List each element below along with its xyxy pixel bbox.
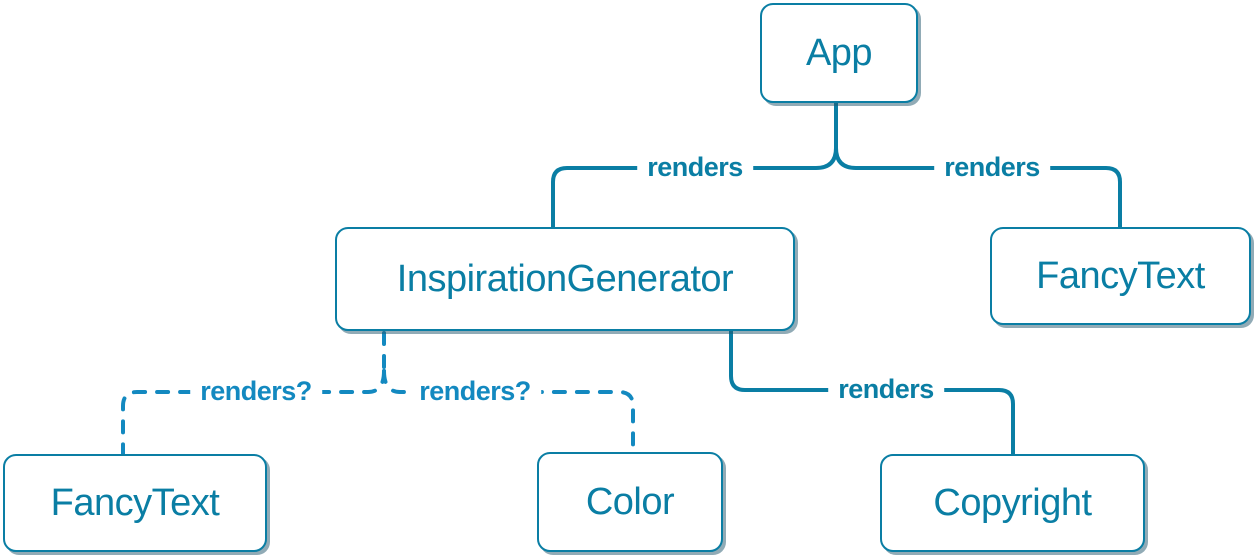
edge-label-renders-conditional-right: renders? <box>409 376 541 407</box>
edge-label-renders-bottom: renders <box>828 374 944 405</box>
node-fancy-text-top-label: FancyText <box>1036 255 1205 297</box>
edge-inspirationgenerator-to-color-conditional <box>382 369 635 454</box>
node-inspiration-generator: InspirationGenerator <box>335 227 795 331</box>
node-fancy-text-bottom-label: FancyText <box>50 482 220 524</box>
node-inspiration-generator-label: InspirationGenerator <box>396 258 734 300</box>
node-fancy-text-top: FancyText <box>990 227 1251 325</box>
edge-app-to-inspirationgenerator <box>551 146 838 229</box>
node-copyright-label: Copyright <box>933 482 1092 524</box>
node-copyright: Copyright <box>880 454 1145 552</box>
edge-app-to-fancytext <box>834 146 1122 229</box>
edge-inspirationgenerator-to-fancytext-conditional <box>121 369 386 456</box>
node-app-label: App <box>805 32 873 74</box>
edge-label-renders-conditional-left: renders? <box>190 376 322 407</box>
node-fancy-text-bottom: FancyText <box>3 454 267 552</box>
node-color: Color <box>537 452 723 552</box>
node-color-label: Color <box>585 481 675 523</box>
edge-label-renders-right: renders <box>934 152 1050 183</box>
edge-label-renders-left: renders <box>637 152 753 183</box>
node-app: App <box>760 3 918 103</box>
